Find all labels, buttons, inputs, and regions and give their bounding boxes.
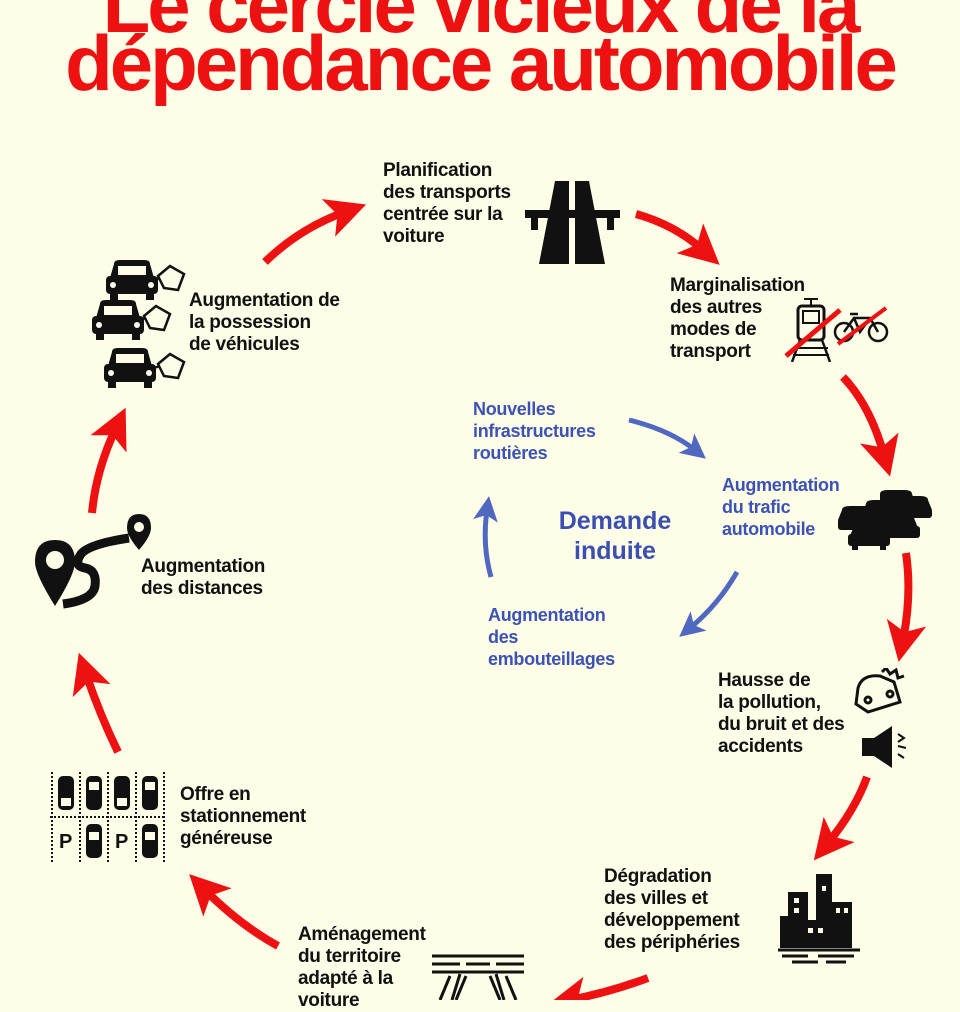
route-pin-icon [35, 514, 151, 609]
arrow-distances-to-possession [88, 407, 127, 514]
title-line-1: Le cercle vicieux de la [102, 0, 861, 49]
price-tag-icons [139, 264, 186, 380]
node-infrastructures-label: Nouvelles infrastructures routières [473, 399, 596, 463]
arrow-amenagement-to-stationnement [189, 874, 280, 950]
traffic-jam-icon [838, 490, 932, 550]
parking-letter-1: P [59, 831, 72, 853]
node-stationnement-label: Offre en stationnement généreuse [180, 784, 306, 849]
city-icon [778, 874, 860, 964]
arrow-marginalisation-to-trafic [840, 374, 899, 477]
arrow-embouteillages-to-infrastructures [473, 496, 498, 578]
node-distances-label: Augmentation des distances [141, 556, 266, 599]
parking-lot-icon: P P [50, 772, 166, 862]
title-line-2: dépendance automobile [65, 19, 898, 107]
arrow-degradation-to-amenagement [548, 974, 650, 1000]
arrow-infrastructures-to-trafic [628, 417, 706, 459]
node-possession-label: Augmentation de la possession de véhicul… [189, 290, 340, 355]
node-pollution-label: Hausse de la pollution, du bruit et des … [718, 670, 845, 757]
arrow-trafic-to-embouteillages [679, 570, 740, 637]
crash-noise-icon [854, 668, 907, 768]
node-planification-label: Planification des transports centrée sur… [383, 160, 511, 247]
node-amenagement-label: Aménagement du territoire adapté à la vo… [298, 924, 426, 1011]
node-marginalisation-label: Marginalisation des autres modes de tran… [670, 275, 805, 362]
train-icon [790, 298, 832, 362]
arrow-pollution-to-degradation [813, 775, 871, 861]
node-embouteillages-label: Augmentation des embouteillages [488, 605, 615, 669]
node-degradation-label: Dégradation des villes et développement … [604, 866, 740, 953]
arrow-planification-to-marginalisation [634, 210, 720, 265]
highway-icon [525, 181, 620, 264]
arrow-possession-to-planification [262, 199, 367, 265]
crashed-car-icon [854, 668, 905, 714]
interchange-icon [432, 954, 524, 1000]
cars-price-tag-icon [92, 260, 186, 388]
node-trafic-label: Augmentation du trafic automobile [722, 475, 840, 539]
parking-letter-2: P [115, 831, 128, 853]
loudspeaker-icon [862, 726, 907, 768]
arrow-stationnement-to-distances [72, 652, 122, 754]
center-label-demande-induite: Demande induite [558, 507, 672, 565]
crossed-train-bike-icon [784, 298, 889, 362]
arrow-trafic-to-pollution [886, 552, 927, 662]
